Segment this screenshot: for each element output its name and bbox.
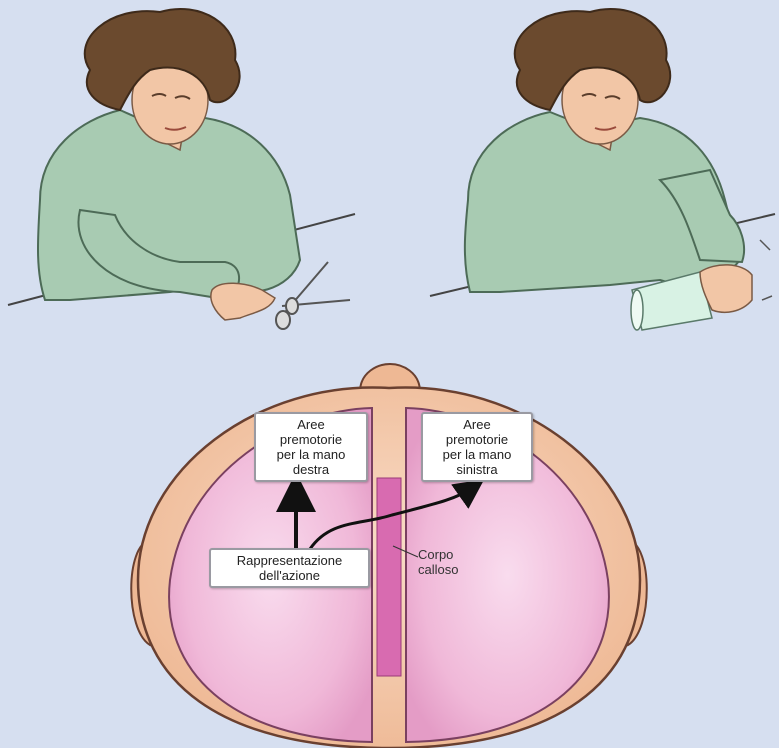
premotor-left-line-2: premotorie [425, 432, 529, 447]
corpus-callosum-label: Corpo calloso [418, 547, 458, 577]
premotor-right-line-2: premotorie [258, 432, 364, 447]
corpus-callosum [377, 478, 401, 676]
premotor-left-line-4: sinistra [425, 462, 529, 477]
premotor-left-line-3: per la mano [425, 447, 529, 462]
action-line-1: Rappresentazione [213, 553, 366, 568]
premotor-left-hand-label: Aree premotorie per la mano sinistra [421, 412, 533, 482]
corpus-line-1: Corpo [418, 547, 458, 562]
premotor-right-line-4: destra [258, 462, 364, 477]
premotor-right-line-1: Aree [258, 417, 364, 432]
action-line-2: dell'azione [213, 568, 366, 583]
premotor-right-line-3: per la mano [258, 447, 364, 462]
corpus-line-2: calloso [418, 562, 458, 577]
action-representation-label: Rappresentazione dell'azione [209, 548, 370, 588]
right-figure-glass [430, 9, 775, 330]
premotor-left-line-1: Aree [425, 417, 529, 432]
left-figure-scissors [8, 9, 355, 329]
premotor-right-hand-label: Aree premotorie per la mano destra [254, 412, 368, 482]
